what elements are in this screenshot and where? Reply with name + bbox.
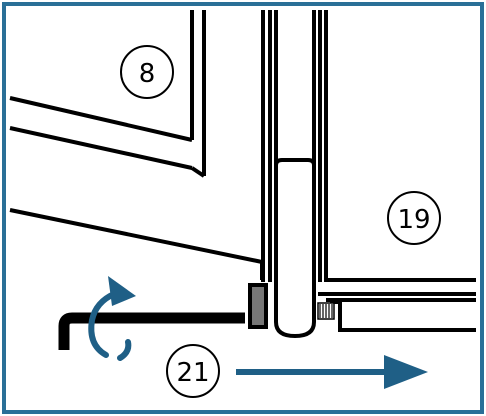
- panel-part-19: [318, 278, 476, 332]
- spring-coils-icon: [319, 304, 333, 318]
- callout-label-8: 8: [139, 59, 156, 89]
- curved-arrow-counterclockwise-icon: [88, 276, 136, 361]
- pin-cap: [248, 283, 268, 329]
- callout-19: 19: [387, 191, 441, 245]
- callout-label-19: 19: [397, 205, 430, 235]
- hinge-pin-assembly: [248, 283, 335, 329]
- callout-label-21: 21: [176, 358, 209, 388]
- hinge-barrel: [261, 10, 328, 339]
- arrow-right-icon: [236, 355, 428, 389]
- lever-tool: [58, 312, 245, 350]
- callout-8: 8: [120, 45, 174, 99]
- callout-21: 21: [166, 344, 220, 398]
